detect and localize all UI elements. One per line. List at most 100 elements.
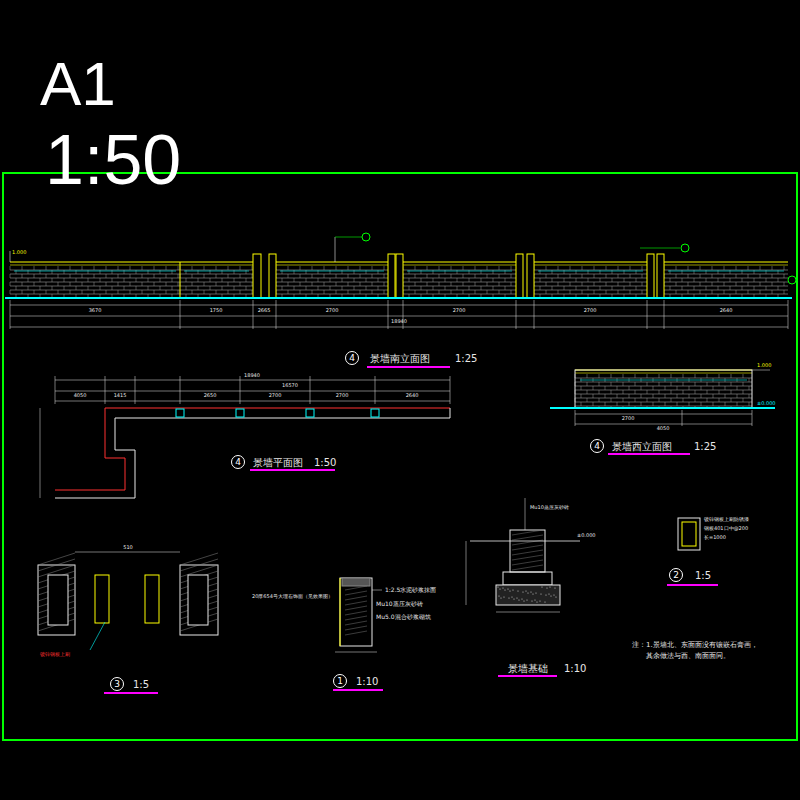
brick-joint (427, 290, 428, 294)
brick-course (575, 386, 752, 387)
brick-joint (22, 290, 23, 294)
brick-joint (683, 382, 684, 386)
brick-joint (647, 398, 648, 402)
sheet-mark: A1 (40, 50, 116, 118)
brick-joint (172, 286, 173, 290)
brick-joint (64, 278, 65, 282)
brick-joint (34, 282, 35, 286)
hatched-pier (38, 565, 75, 635)
brick-joint (623, 390, 624, 394)
brick-joint (46, 290, 47, 294)
brick-joint (228, 274, 229, 278)
brick-joint (695, 374, 696, 378)
brick-joint (252, 290, 253, 294)
view-number: 4 (594, 442, 600, 451)
brick-joint (511, 290, 512, 294)
brick-joint (570, 266, 571, 270)
brick-joint (670, 278, 671, 282)
brick-joint (16, 286, 17, 290)
brick-joint (624, 270, 625, 274)
leader-line (90, 622, 105, 650)
hatch (345, 586, 367, 590)
brick-joint (546, 282, 547, 286)
brick-joint (294, 286, 295, 290)
pillar (396, 254, 403, 298)
brick-joint (342, 286, 343, 290)
brick-joint (499, 274, 500, 278)
brick-joint (384, 274, 385, 278)
brick-joint (94, 266, 95, 270)
brick-joint (58, 274, 59, 278)
hatch (345, 596, 367, 600)
brick-joint (216, 266, 217, 270)
brick-joint (40, 270, 41, 274)
brick-joint (136, 286, 137, 290)
brick-joint (772, 290, 773, 294)
brick-course (10, 290, 180, 291)
dimension-tick (253, 300, 254, 329)
brick-joint (558, 274, 559, 278)
brick-joint (618, 274, 619, 278)
brick-joint (445, 286, 446, 290)
brick-joint (186, 270, 187, 274)
brick-joint (683, 398, 684, 402)
brick-joint (252, 266, 253, 270)
brick-joint (234, 270, 235, 274)
aggregate-dot (499, 588, 500, 589)
view-title: 1:25 (694, 441, 716, 452)
coping-line (276, 265, 388, 266)
brick-course (575, 402, 752, 403)
brick-joint (366, 278, 367, 282)
brick-joint (100, 278, 101, 282)
view-title: 1:5 (695, 570, 711, 581)
brick-joint (700, 282, 701, 286)
brick-course (180, 282, 253, 283)
dimension-line (40, 408, 41, 498)
brick-joint (688, 282, 689, 286)
aggregate-dot (540, 593, 541, 594)
brick-joint (378, 286, 379, 290)
brick-joint (130, 274, 131, 278)
view-number: 4 (235, 458, 241, 467)
brick-joint (730, 278, 731, 282)
annotation: 4050 (657, 426, 670, 432)
hatch (180, 559, 218, 571)
brick-joint (784, 290, 785, 294)
aggregate-dot (527, 592, 528, 593)
brick-joint (695, 390, 696, 394)
brick-joint (676, 290, 677, 294)
brick-joint (623, 382, 624, 386)
brick-joint (228, 282, 229, 286)
brick-joint (360, 266, 361, 270)
brick-joint (288, 290, 289, 294)
dimension-tick (240, 376, 241, 404)
aggregate-dot (548, 593, 549, 594)
brick-joint (737, 386, 738, 390)
brick-joint (694, 286, 695, 290)
pillar-plan (236, 409, 244, 417)
brick-joint (600, 270, 601, 274)
brick-joint (384, 282, 385, 286)
inlay-line (184, 271, 249, 272)
brick-joint (772, 282, 773, 286)
brick-course (10, 270, 180, 271)
brick-joint (748, 282, 749, 286)
brick-course (664, 278, 788, 279)
brick-joint (22, 266, 23, 270)
view-number-circle: 3 (110, 677, 124, 691)
brick-joint (682, 278, 683, 282)
pillar-plan (371, 409, 379, 417)
wall-outline (575, 370, 752, 408)
brick-course (575, 390, 752, 391)
brick-joint (354, 278, 355, 282)
brick-joint (106, 290, 107, 294)
brick-joint (10, 290, 11, 294)
brick-joint (629, 394, 630, 398)
brick-joint (222, 278, 223, 282)
brick-joint (336, 274, 337, 278)
brick-joint (82, 266, 83, 270)
brick-joint (552, 286, 553, 290)
brick-joint (148, 278, 149, 282)
brick-joint (154, 290, 155, 294)
annotation: ±0.000 (757, 401, 776, 407)
